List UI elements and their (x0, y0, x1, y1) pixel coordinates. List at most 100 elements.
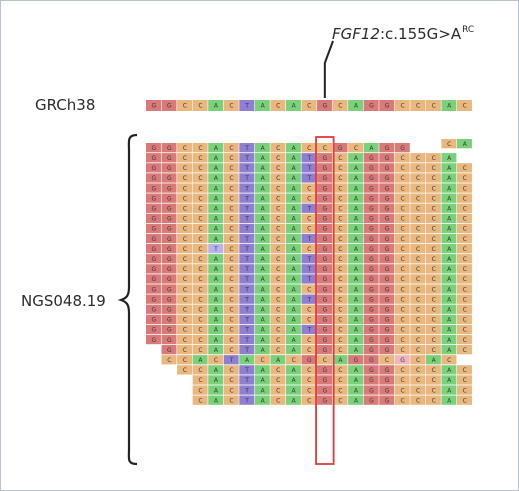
read-base-letter: C (416, 236, 420, 243)
read-base-cell (379, 274, 395, 284)
read-base-letter: A (354, 155, 359, 162)
read-base-letter: G (369, 306, 374, 313)
read-base-cell (192, 244, 208, 254)
read-base-cell (317, 244, 332, 254)
read-base-letter: C (416, 327, 420, 334)
read-base-letter: A (214, 226, 219, 233)
read-base-letter: G (385, 397, 390, 404)
read-base-letter: A (214, 337, 219, 344)
read-base-letter: T (306, 266, 311, 273)
read-base-cell (394, 264, 410, 274)
read-base-cell (177, 183, 193, 193)
reference-base-cell (394, 100, 410, 111)
read-base-cell (379, 233, 395, 244)
read-base-cell (348, 355, 364, 365)
read-base-letter: A (214, 185, 219, 192)
read-base-cell (332, 395, 348, 405)
read-base-cell (441, 314, 457, 324)
read-base-cell (239, 153, 255, 163)
read-base-cell (223, 173, 239, 183)
read-base-letter: G (322, 216, 327, 223)
read-base-cell (394, 254, 410, 264)
read-base-letter: G (385, 317, 390, 324)
variant-change: :c.155G>A (379, 25, 462, 43)
read-base-letter: A (432, 357, 437, 364)
read-base-cell (223, 183, 239, 193)
read-base-cell (285, 183, 301, 193)
read-base-letter: A (292, 236, 297, 243)
reference-base-letter: C (400, 103, 404, 110)
read-base-letter: C (229, 256, 233, 263)
reference-base-letter: G (322, 103, 327, 110)
read-base-letter: C (338, 216, 342, 223)
read-base-letter: C (338, 296, 342, 303)
read-base-letter: C (276, 216, 280, 223)
read-base-cell (192, 213, 208, 223)
read-base-letter: G (322, 347, 327, 354)
read-base-cell (177, 203, 193, 213)
read-base-letter: C (276, 226, 280, 233)
read-base-letter: G (369, 347, 374, 354)
read-base-cell (192, 203, 208, 213)
read-base-letter: C (432, 195, 436, 202)
read-base-letter: T (244, 367, 249, 374)
read-base-letter: G (167, 337, 172, 344)
read-base-cell (177, 274, 193, 284)
read-base-letter: C (198, 286, 202, 293)
read-base-cell (301, 143, 317, 153)
read-base-letter: C (463, 216, 467, 223)
read-base-letter: T (244, 195, 249, 202)
read-base-cell (270, 334, 286, 345)
read-base-cell (348, 294, 364, 304)
read-base-cell (348, 365, 364, 375)
read-base-letter: C (307, 286, 311, 293)
read-base-letter: G (151, 165, 156, 172)
read-base-letter: C (432, 256, 436, 263)
read-base-letter: A (214, 367, 219, 374)
read-base-letter: G (369, 367, 374, 374)
read-base-letter: C (214, 357, 218, 364)
read-base-letter: A (354, 387, 359, 394)
read-base-letter: A (261, 216, 266, 223)
read-base-letter: C (183, 286, 187, 293)
read-base-letter: C (400, 286, 404, 293)
read-base-cell (192, 163, 208, 173)
read-base-cell (301, 284, 317, 294)
read-base-cell (208, 324, 224, 335)
read-base-letter: C (276, 236, 280, 243)
read-base-cell (332, 173, 348, 183)
read-base-cell (332, 304, 348, 314)
read-base-cell (425, 274, 441, 284)
read-base-letter: C (198, 155, 202, 162)
read-base-letter: C (198, 327, 202, 334)
read-base-letter: G (369, 195, 374, 202)
read-base-letter: G (167, 327, 172, 334)
read-base-letter: C (416, 195, 420, 202)
read-base-cell (332, 284, 348, 294)
read-base-cell (239, 375, 255, 385)
read-base-letter: C (229, 377, 233, 384)
read-base-cell (192, 274, 208, 284)
read-base-cell (270, 324, 286, 335)
read-base-cell (332, 223, 348, 234)
read-base-letter: C (338, 337, 342, 344)
read-base-cell (270, 153, 286, 163)
read-base-cell (239, 163, 255, 173)
read-base-letter: C (183, 236, 187, 243)
read-base-letter: C (276, 317, 280, 324)
read-base-cell (223, 284, 239, 294)
read-base-cell (425, 334, 441, 345)
read-base-cell (457, 223, 472, 234)
read-base-cell (285, 274, 301, 284)
read-base-letter: C (416, 165, 420, 172)
read-base-cell (363, 183, 379, 193)
read-base-cell (301, 193, 317, 203)
read-base-cell (239, 345, 255, 355)
read-base-letter: C (463, 377, 467, 384)
read-base-letter: A (292, 317, 297, 324)
read-base-cell (363, 314, 379, 324)
read-base-cell (441, 203, 457, 213)
read-base-letter: C (432, 175, 436, 182)
read-base-cell (332, 345, 348, 355)
read-base-cell (348, 163, 364, 173)
